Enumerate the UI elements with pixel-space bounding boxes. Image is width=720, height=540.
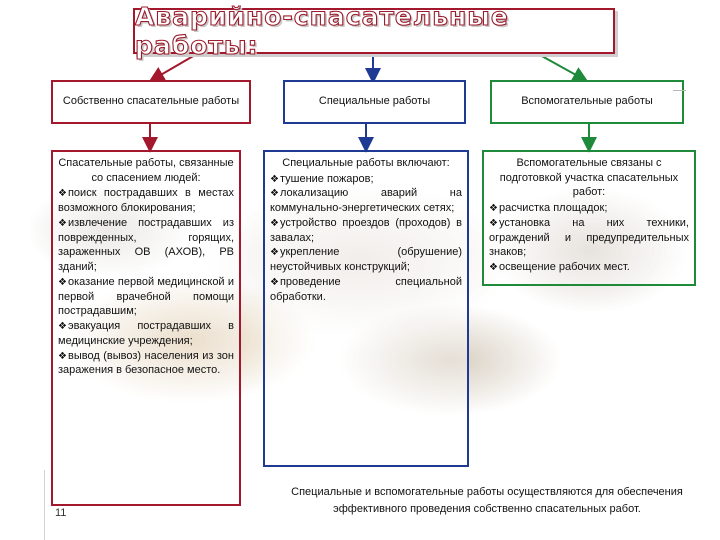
list-item: ❖укрепление (обрушение) неустойчивых кон… [270, 245, 462, 274]
list-item-text: оказание первой медицинской и первой вра… [58, 275, 234, 318]
list-item-text: устройство проездов (проходов) в завалах… [270, 216, 462, 244]
list-item-text: проведение специальной обработки. [270, 275, 462, 303]
arrow-to-auxiliary [539, 54, 589, 82]
diamond-bullet-icon: ❖ [489, 203, 498, 215]
list-item-text: локализацию аварий на коммунально-энерге… [270, 187, 462, 215]
list-item: ❖проведение специальной обработки. [270, 275, 462, 304]
list-item: ❖извлечение пострадавших из поврежденных… [58, 216, 234, 275]
header-rescue-label: Собственно спасательные работы [62, 95, 240, 108]
header-auxiliary-works: Вспомогательные работы [490, 80, 684, 124]
auxiliary-works-box: Вспомогательные связаны с подготовкой уч… [482, 150, 696, 286]
list-item: ❖оказание первой медицинской и первой вр… [58, 275, 234, 319]
slide-divider-line [44, 470, 45, 540]
list-item: ❖локализацию аварий на коммунально-энерг… [270, 186, 462, 215]
list-item-text: расчистка площадок; [498, 202, 608, 215]
title-box: Аварийно-спасательные работы: [133, 1, 615, 61]
diamond-bullet-icon: ❖ [270, 173, 279, 185]
diamond-bullet-icon: ❖ [489, 217, 498, 229]
diamond-bullet-icon: ❖ [58, 217, 67, 229]
footer-note: Специальные и вспомогательные работы осу… [291, 486, 683, 516]
list-item: ❖расчистка площадок; [489, 201, 689, 216]
rescue-works-box: Спасательные работы, связанные со спасен… [51, 150, 241, 506]
diamond-bullet-icon: ❖ [58, 321, 67, 333]
arrow-to-rescue [148, 54, 196, 83]
diamond-bullet-icon: ❖ [58, 350, 67, 362]
decorative-dash [673, 90, 686, 91]
list-item-text: освещение рабочих мест. [498, 261, 630, 274]
header-special-works: Специальные работы [283, 80, 466, 124]
list-item-text: извлечение пострадавших из поврежденных,… [58, 216, 234, 274]
diamond-bullet-icon: ❖ [58, 276, 67, 288]
list-item: ❖установка на них техники, ограждений и … [489, 216, 689, 260]
list-item-text: вывод (вывоз) населения из зон заражения… [58, 349, 234, 377]
header-auxiliary-label: Вспомогательные работы [521, 95, 653, 108]
page-number: 11 [55, 507, 67, 519]
background-photo [30, 110, 690, 440]
list-item-text: тушение пожаров; [279, 172, 374, 185]
list-item-text: укрепление (обрушение) неустойчивых конс… [270, 246, 462, 274]
header-rescue-works: Собственно спасательные работы [51, 80, 251, 124]
diamond-bullet-icon: ❖ [270, 276, 279, 288]
auxiliary-works-heading: Вспомогательные связаны с подготовкой уч… [499, 157, 679, 199]
list-item-text: эвакуация пострадавших в медицинские учр… [58, 320, 234, 347]
diamond-bullet-icon: ❖ [58, 188, 67, 200]
diamond-bullet-icon: ❖ [270, 247, 279, 259]
diamond-bullet-icon: ❖ [489, 262, 498, 274]
list-item: ❖вывод (вывоз) населения из зон заражени… [58, 349, 234, 378]
special-works-box: Специальные работы включают: ❖тушение по… [263, 150, 469, 467]
special-works-heading: Специальные работы включают: [282, 157, 450, 169]
list-item-text: поиск пострадавших в местах возможного б… [58, 187, 234, 215]
page-title: Аварийно-спасательные работы: [134, 1, 509, 60]
header-special-label: Специальные работы [318, 95, 431, 108]
list-item-text: установка на них техники, ограждений и п… [489, 216, 689, 259]
rescue-works-heading: Спасательные работы, связанные со спасен… [58, 157, 234, 184]
diamond-bullet-icon: ❖ [270, 217, 279, 229]
diamond-bullet-icon: ❖ [270, 188, 279, 200]
list-item: ❖тушение пожаров; [270, 172, 462, 187]
list-item: ❖освещение рабочих мест. [489, 260, 689, 275]
list-item: ❖поиск пострадавших в местах возможного … [58, 186, 234, 215]
list-item: ❖устройство проездов (проходов) в завала… [270, 216, 462, 245]
list-item: ❖эвакуация пострадавших в медицинские уч… [58, 319, 234, 348]
